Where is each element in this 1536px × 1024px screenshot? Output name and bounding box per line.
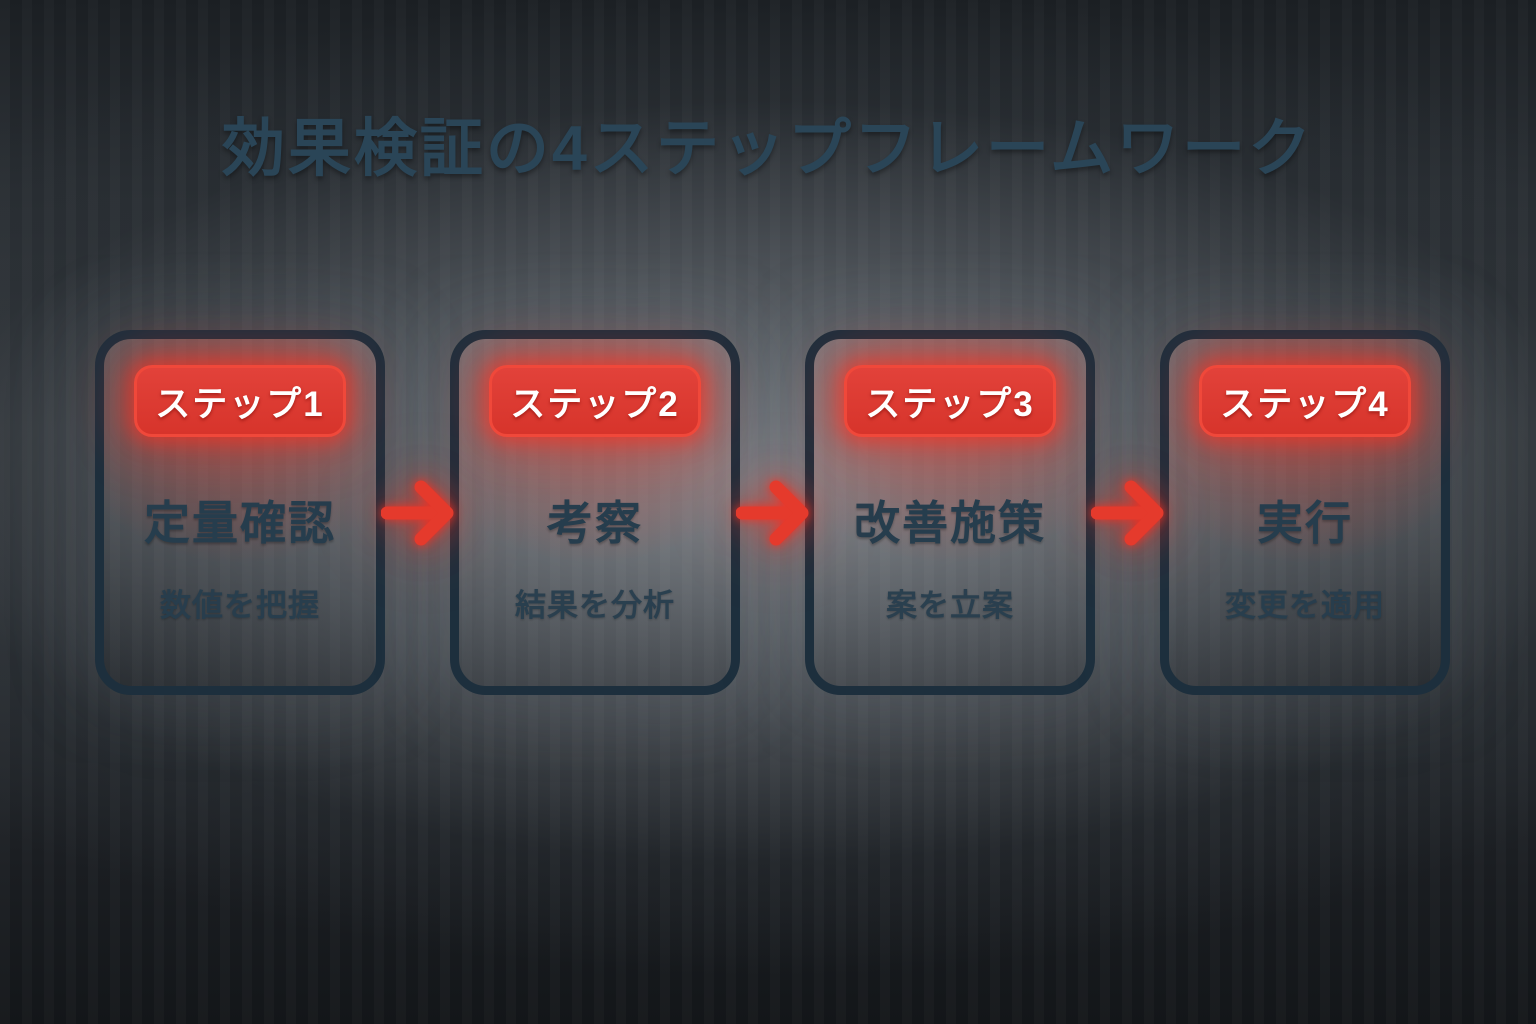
step-card-2: ステップ2 考察 結果を分析 [450, 330, 740, 695]
step-badge: ステップ4 [1199, 365, 1411, 437]
step-subtitle: 数値を把握 [160, 588, 320, 623]
arrow-right-icon [732, 330, 813, 695]
step-title: 考察 [547, 497, 643, 549]
page-title: 効果検証の4ステップフレームワーク [221, 114, 1315, 184]
step-badge: ステップ2 [489, 365, 701, 437]
step-title: 改善施策 [854, 497, 1046, 549]
arrow-right-icon [377, 330, 458, 695]
step-card-3: ステップ3 改善施策 案を立案 [805, 330, 1095, 695]
step-card-4: ステップ4 実行 変更を適用 [1160, 330, 1450, 695]
step-title: 定量確認 [144, 497, 336, 549]
step-subtitle: 結果を分析 [515, 588, 675, 623]
step-subtitle: 変更を適用 [1225, 588, 1385, 623]
step-card-1: ステップ1 定量確認 数値を把握 [95, 330, 385, 695]
process-flow: ステップ1 定量確認 数値を把握 ステップ2 考察 結果を分析 [95, 330, 1450, 695]
step-badge: ステップ3 [844, 365, 1056, 437]
step-badge: ステップ1 [134, 365, 346, 437]
step-subtitle: 案を立案 [886, 588, 1014, 623]
arrow-right-icon [1087, 330, 1168, 695]
step-title: 実行 [1257, 497, 1353, 549]
